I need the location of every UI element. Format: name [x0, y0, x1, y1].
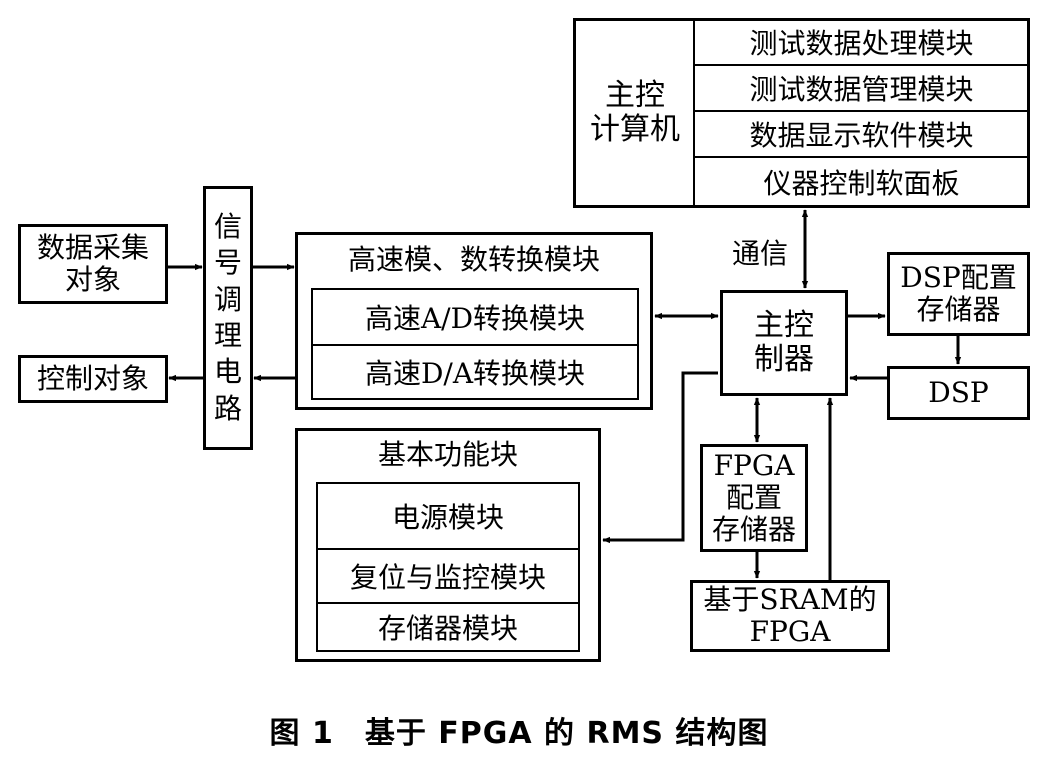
- basic-function-title: 基本功能块: [377, 437, 518, 471]
- basic-function-block: [295, 428, 601, 662]
- signal-conditioning-label: 信 号 调 理 电 路: [213, 209, 242, 425]
- hs-ad-module: 高速A/D转换模块: [311, 288, 639, 346]
- dsp-config-memory-label: DSP配置 存储器: [900, 260, 1017, 326]
- sram-fpga-label: 基于SRAM的 FPGA: [703, 582, 877, 648]
- fpga-config-memory-block: [700, 444, 808, 552]
- dsp-config-memory-block: [887, 252, 1030, 336]
- fpga-config-memory-label: FPGA 配置 存储器: [711, 448, 796, 547]
- sram-fpga-block: [690, 580, 890, 652]
- hs-converter-title: 高速模、数转换模块: [347, 242, 600, 276]
- arrow-controller-to-basic: [602, 371, 718, 544]
- hs-converter-block: [295, 232, 653, 410]
- data-acquisition-object-block: [18, 224, 168, 304]
- main-controller-block: [720, 290, 848, 396]
- host-module-instrument-control-panel: 仪器控制软面板: [693, 156, 1030, 208]
- data-acquisition-object-label: 数据采集 对象: [36, 230, 149, 296]
- dsp-label: DSP: [928, 375, 989, 409]
- dsp-block: [887, 366, 1030, 420]
- control-object-label: 控制对象: [36, 361, 149, 395]
- control-object-block: [18, 355, 168, 403]
- signal-conditioning-block: [203, 186, 253, 450]
- communication-label: 通信: [731, 236, 788, 270]
- main-controller-label: 主控 制器: [754, 307, 814, 377]
- hs-da-module: 高速D/A转换模块: [311, 344, 639, 400]
- figure-caption: 图 1 基于 FPGA 的 RMS 结构图: [269, 716, 769, 751]
- host-computer-label: 主控 计算机: [590, 77, 680, 147]
- memory-module: 存储器模块: [316, 602, 580, 652]
